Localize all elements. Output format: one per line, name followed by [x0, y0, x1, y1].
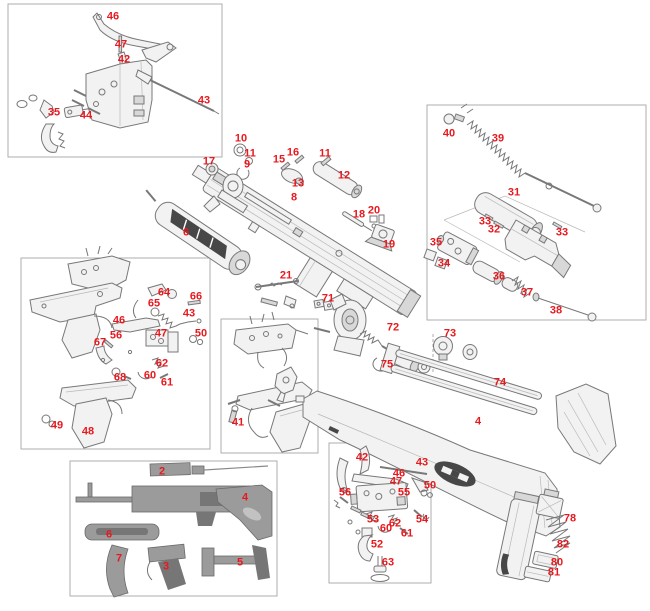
- part-label-74: 74: [493, 376, 507, 389]
- part-label-12: 12: [337, 169, 351, 182]
- part-label-81: 81: [547, 566, 561, 579]
- part-label-44: 44: [79, 109, 93, 122]
- part-label-62: 62: [388, 517, 402, 530]
- part-label-40: 40: [442, 127, 456, 140]
- part-label-8: 8: [290, 191, 298, 204]
- part-label-15: 15: [272, 153, 286, 166]
- part-label-55: 55: [397, 486, 411, 499]
- part-label-47: 47: [114, 38, 128, 51]
- part-label-56: 56: [109, 329, 123, 342]
- part-label-46: 46: [112, 314, 126, 327]
- part-label-68: 68: [113, 371, 127, 384]
- part-label-42: 42: [355, 451, 369, 464]
- drawing-receiver-group: [145, 143, 422, 318]
- part-label-66: 66: [189, 290, 203, 303]
- part-label-64: 64: [157, 286, 171, 299]
- part-label-5: 5: [236, 556, 244, 569]
- part-label-11: 11: [319, 147, 331, 160]
- drawing-grip-assembly: [29, 245, 204, 449]
- part-label-19: 19: [382, 238, 396, 251]
- part-label-43: 43: [197, 94, 211, 107]
- part-label-37: 37: [520, 286, 534, 299]
- part-label-61: 61: [160, 376, 174, 389]
- part-label-52: 52: [370, 538, 384, 551]
- part-label-20: 20: [367, 204, 381, 217]
- part-label-48: 48: [81, 425, 95, 438]
- part-label-34: 34: [437, 257, 451, 270]
- inset-box-trigger-housing: [7, 3, 223, 158]
- drawing-trigger-group: [227, 311, 313, 453]
- part-label-49: 49: [50, 419, 64, 432]
- part-label-80: 80: [550, 556, 564, 569]
- part-label-47: 47: [389, 475, 403, 488]
- part-label-72: 72: [386, 321, 400, 334]
- part-label-33: 33: [555, 226, 569, 239]
- part-label-65: 65: [147, 297, 161, 310]
- part-label-36: 36: [492, 270, 506, 283]
- part-label-6: 6: [105, 528, 113, 541]
- part-label-60: 60: [379, 522, 393, 535]
- drawing-bolt-group: [423, 103, 602, 322]
- part-label-10: 10: [234, 132, 248, 145]
- part-label-7: 7: [115, 552, 123, 565]
- part-label-33: 33: [478, 215, 492, 228]
- part-label-21: 21: [279, 269, 293, 282]
- inset-box-main-groups: [69, 460, 278, 597]
- part-label-18: 18: [352, 208, 366, 221]
- part-label-50: 50: [423, 479, 437, 492]
- part-label-71: 71: [321, 292, 335, 305]
- part-label-41: 41: [231, 416, 245, 429]
- part-label-47: 47: [154, 327, 168, 340]
- part-label-2: 2: [158, 465, 166, 478]
- drawing-main-groups: [75, 462, 273, 598]
- part-label-32: 32: [487, 223, 501, 236]
- part-label-35: 35: [429, 236, 443, 249]
- part-label-11: 11: [244, 147, 256, 160]
- part-label-16: 16: [286, 146, 300, 159]
- part-label-38: 38: [549, 304, 563, 317]
- part-label-53: 53: [366, 513, 380, 526]
- part-label-75: 75: [380, 358, 394, 371]
- part-label-46: 46: [106, 10, 120, 23]
- part-label-73: 73: [443, 327, 457, 340]
- part-label-6: 6: [182, 226, 190, 239]
- drawing-trigger-parts: [333, 445, 433, 582]
- part-label-82: 82: [556, 538, 570, 551]
- part-label-50: 50: [194, 327, 208, 340]
- part-label-13: 13: [291, 177, 305, 190]
- part-label-3: 3: [162, 560, 170, 573]
- part-label-63: 63: [381, 556, 395, 569]
- part-label-43: 43: [182, 307, 196, 320]
- part-label-9: 9: [243, 158, 251, 171]
- drawing-sight-and-stocks: [267, 293, 617, 537]
- inset-box-trigger-group: [220, 318, 319, 454]
- part-label-56: 56: [338, 486, 352, 499]
- inset-box-bolt-group: [426, 104, 647, 321]
- drawing-magazine: [496, 488, 571, 583]
- part-label-61: 61: [400, 527, 414, 540]
- part-label-4: 4: [241, 491, 249, 504]
- part-label-62: 62: [155, 357, 169, 370]
- part-label-31: 31: [507, 186, 521, 199]
- part-label-46: 46: [392, 467, 406, 480]
- drawing-trigger-housing: [16, 12, 220, 153]
- part-label-35: 35: [47, 106, 61, 119]
- part-label-54: 54: [415, 513, 429, 526]
- part-label-78: 78: [563, 512, 577, 525]
- part-label-17: 17: [202, 155, 216, 168]
- part-label-60: 60: [143, 369, 157, 382]
- part-label-42: 42: [117, 53, 131, 66]
- part-label-43: 43: [415, 456, 429, 469]
- part-label-67: 67: [93, 336, 107, 349]
- part-label-39: 39: [491, 132, 505, 145]
- part-label-4: 4: [474, 415, 482, 428]
